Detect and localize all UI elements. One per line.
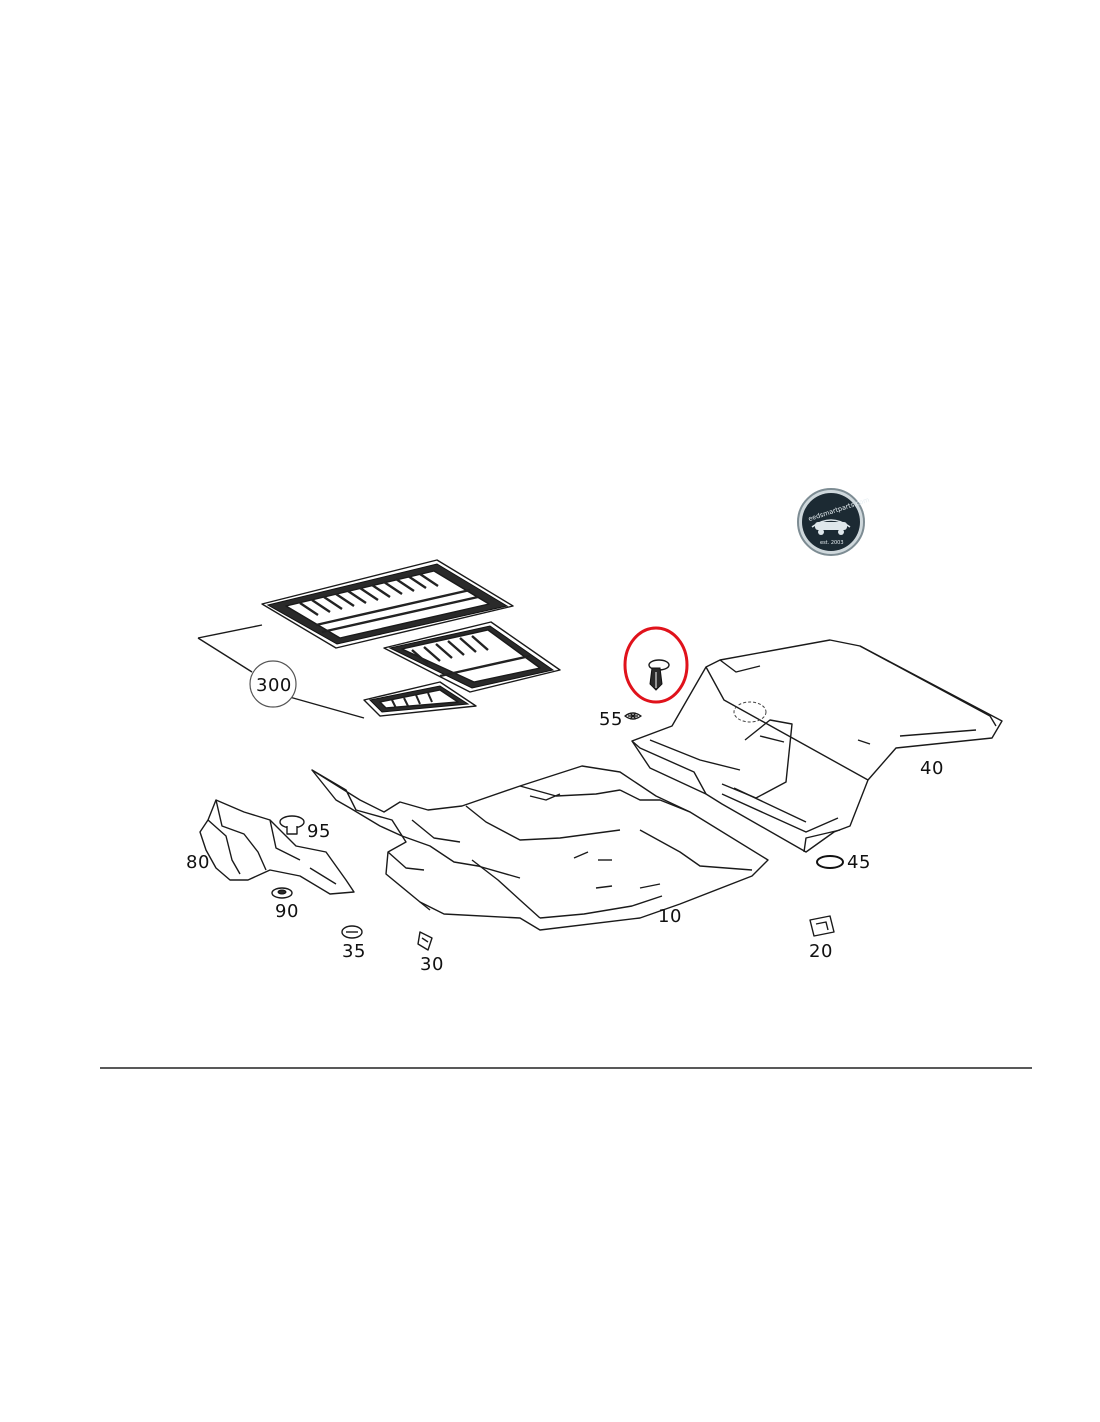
- part-label-10: 10: [658, 906, 682, 927]
- part-label-35: 35: [342, 941, 366, 962]
- part-95-illustration: [279, 815, 305, 835]
- part-20-illustration: [809, 915, 835, 937]
- front-carpet-illustration: [311, 765, 769, 931]
- part-30-illustration: [417, 931, 433, 951]
- highlight-ring: [623, 626, 689, 704]
- part-label-300: 300: [256, 675, 292, 696]
- part-label-95: 95: [307, 821, 331, 842]
- part-55-illustration: [624, 712, 642, 720]
- part-label-20: 20: [809, 941, 833, 962]
- rear-mat-ribs: [299, 573, 479, 634]
- part-label-90: 90: [275, 901, 299, 922]
- highlighted-clip: [623, 626, 689, 704]
- logo-badge: eedsmartparts.com est. 2003: [797, 488, 870, 556]
- part-80-illustration: [199, 799, 355, 895]
- part-label-30: 30: [420, 954, 444, 975]
- rear-carpet-illustration: [631, 639, 1003, 853]
- logo-subtext: est. 2003: [820, 540, 844, 546]
- callout-circle-300: [249, 660, 297, 708]
- part-label-80: 80: [186, 852, 210, 873]
- floor-mats-illustration: [197, 559, 561, 719]
- part-label-40: 40: [920, 758, 944, 779]
- part-label-45: 45: [847, 852, 871, 873]
- part-35-illustration: [341, 925, 363, 939]
- part-90-illustration: [271, 887, 293, 899]
- part-45-illustration: [816, 855, 844, 869]
- part-label-55: 55: [599, 709, 623, 730]
- front-mat-ribs: [411, 635, 531, 678]
